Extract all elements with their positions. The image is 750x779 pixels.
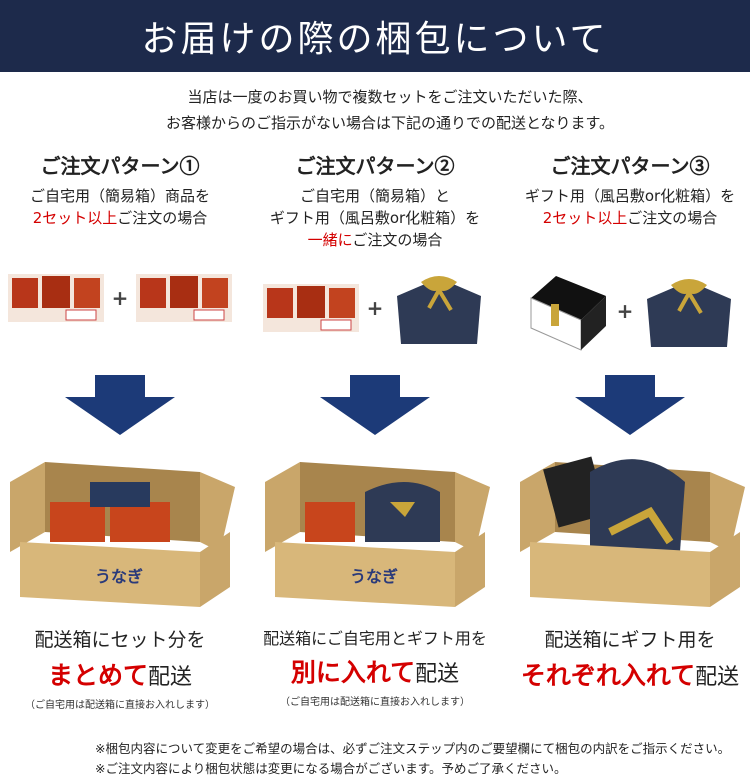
plus-sign: + [111,286,129,310]
pattern-title: ご注文パターン① [40,154,200,178]
down-arrow-icon [320,375,430,435]
plus-sign: + [616,298,634,323]
eel-pack-icon [7,274,104,322]
eel-pack-icon [136,274,233,322]
pattern-result: 配送箱にギフト用を それぞれ入れて配送 [505,625,750,696]
pattern-description: ギフト用（風呂敷or化粧箱）を 2セット以上ご注文の場合 [505,185,750,229]
result-note: （ご自宅用は配送箱に直接お入れします） [25,700,215,711]
result-line: 配送箱にセット分を [34,629,206,651]
desc-segment: ご自宅用（簡易箱）と [299,187,450,205]
result-emphasis: それぞれ入れて [520,661,696,690]
desc-segment: 一緒に [307,231,353,249]
shipping-box-icon: うなぎ [265,462,490,607]
desc-segment: ギフト用（風呂敷or化粧箱）を [269,209,481,227]
desc-segment: 2セット以上 [32,209,118,227]
pattern-3-header: ご注文パターン③ ギフト用（風呂敷or化粧箱）を 2セット以上ご注文の場合 [505,150,750,229]
page-header: お届けの際の梱包について [0,0,750,72]
down-arrow-icon [65,375,175,435]
desc-segment: ご自宅用（簡易箱）商品を [29,187,210,205]
note-2: ※ご注文内容により梱包状態は変更になる場合がございます。予めご了承ください。 [95,761,567,776]
shipping-box-icon [520,456,745,607]
desc-segment: ギフト用（風呂敷or化粧箱）を [524,187,736,205]
desc-segment: ご注文の場合 [627,209,718,227]
result-emphasis: まとめて [47,661,148,690]
intro-line-2: お客様からのご指示がない場合は下記の通りでの配送となります。 [165,114,615,132]
result-tail: 配送 [148,665,193,690]
pattern-items: + [250,268,500,348]
pattern-description: ご自宅用（簡易箱）とギフト用（風呂敷or化粧箱）を一緒にご注文の場合 [250,185,500,251]
pattern-items: + [505,268,750,353]
eel-pack-icon [262,284,359,332]
pattern-description: ご自宅用（簡易箱）商品を 2セット以上ご注文の場合 [0,185,245,229]
svg-text:うなぎ: うなぎ [350,567,398,586]
result-tail: 配送 [415,662,460,687]
furoshiki-icon [397,276,482,344]
result-line: 配送箱にご自宅用とギフト用を [263,629,487,648]
page-title: お届けの際の梱包について [141,19,609,60]
pattern-title: ご注文パターン③ [550,154,710,178]
pattern-1-header: ご注文パターン① ご自宅用（簡易箱）商品を 2セット以上ご注文の場合 [0,150,245,229]
shipping-box-icon: うなぎ [10,462,235,607]
pattern-result: 配送箱にセット分を まとめて配送 （ご自宅用は配送箱に直接お入れします） [0,625,245,711]
note-1: ※梱包内容について変更をご希望の場合は、必ずご注文ステップ内のご要望欄にて梱包の… [95,741,731,756]
down-arrow-icon [575,375,685,435]
furoshiki-icon [647,278,732,347]
desc-segment: 2セット以上 [542,209,628,227]
pattern-result: 配送箱にご自宅用とギフト用を 別に入れて配送 （ご自宅用は配送箱に直接お入れしま… [250,625,500,708]
pattern-items: + [0,268,245,328]
result-emphasis: 別に入れて [290,658,416,687]
pattern-2-header: ご注文パターン② ご自宅用（簡易箱）とギフト用（風呂敷or化粧箱）を一緒にご注文… [250,150,500,251]
result-line: 配送箱にギフト用を [544,629,716,651]
intro-line-1: 当店は一度のお買い物で複数セットをご注文いただいた際、 [187,88,593,106]
svg-text:うなぎ: うなぎ [95,567,143,586]
result-note: （ご自宅用は配送箱に直接お入れします） [280,697,470,708]
plus-sign: + [366,296,384,320]
desc-segment: ご注文の場合 [352,231,443,249]
gift-box-icon [530,276,606,351]
result-tail: 配送 [695,665,740,690]
pattern-title: ご注文パターン② [295,154,455,178]
desc-segment: ご注文の場合 [117,209,208,227]
